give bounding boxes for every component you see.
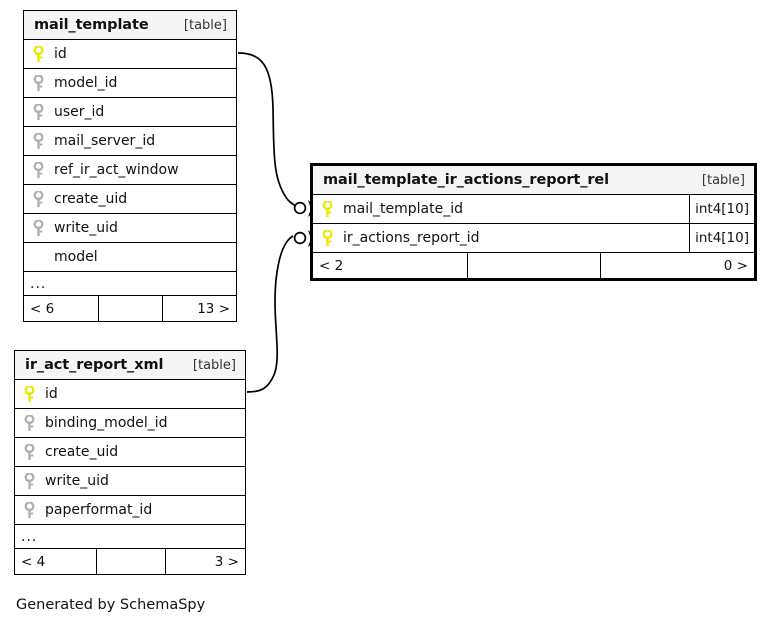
column-name: binding_model_id	[45, 415, 168, 431]
cardinality-zero-marker	[293, 201, 307, 215]
foreign-key-icon	[33, 74, 44, 91]
table-row[interactable]: id	[15, 380, 245, 409]
column-name: mail_server_id	[54, 133, 156, 149]
foreign-key-icon	[33, 161, 44, 178]
column-name: model	[54, 249, 98, 265]
footer-children-count: 13 >	[161, 296, 236, 321]
foreign-key-icon	[33, 219, 44, 236]
relationship-edge-mail-template	[237, 52, 318, 217]
table-row[interactable]: model	[24, 243, 236, 272]
footer-middle	[467, 253, 599, 278]
primary-key-icon	[322, 200, 333, 217]
foreign-key-icon	[33, 103, 44, 120]
foreign-key-icon	[24, 443, 35, 460]
footer-middle	[95, 549, 165, 574]
column-type: int4[10]	[689, 195, 754, 223]
foreign-key-icon	[33, 132, 44, 149]
footer-parents-count: < 2	[319, 257, 344, 274]
table-row[interactable]: user_id	[24, 98, 236, 127]
table-kind-label: [table]	[192, 357, 236, 373]
table-row[interactable]: write_uid	[24, 214, 236, 243]
column-name: id	[45, 386, 58, 402]
table-row[interactable]: create_uid	[15, 438, 245, 467]
table-row[interactable]: model_id	[24, 69, 236, 98]
column-name: id	[54, 46, 67, 62]
column-cell: paperformat_id	[15, 496, 245, 524]
footer-parents-count: < 4	[21, 553, 46, 570]
foreign-key-icon	[24, 501, 35, 518]
primary-key-icon	[24, 385, 35, 402]
table-row[interactable]: write_uid	[15, 467, 245, 496]
table-header: ir_act_report_xml [table]	[15, 351, 245, 380]
table-footer: < 4 3 >	[15, 549, 245, 574]
more-columns-indicator: ...	[24, 272, 236, 296]
cardinality-zero-marker	[293, 231, 307, 245]
column-name: paperformat_id	[45, 502, 153, 518]
column-cell: ref_ir_act_window	[24, 156, 236, 184]
column-cell: id	[15, 380, 245, 408]
footer-children-count: 0 >	[599, 253, 754, 278]
column-cell: model_id	[24, 69, 236, 97]
column-cell: id	[24, 40, 236, 68]
column-type: int4[10]	[689, 224, 754, 252]
table-row[interactable]: mail_server_id	[24, 127, 236, 156]
table-row[interactable]: ref_ir_act_window	[24, 156, 236, 185]
table-node-mail-template[interactable]: mail_template [table] id model_id	[23, 10, 237, 322]
column-cell: write_uid	[15, 467, 245, 495]
column-cell: create_uid	[15, 438, 245, 466]
more-columns-indicator: ...	[15, 525, 245, 549]
column-name: create_uid	[45, 444, 119, 460]
relationship-edge-ir-act-report-xml	[246, 230, 318, 393]
table-row[interactable]: id	[24, 40, 236, 69]
table-node-mail-template-ir-actions-report-rel[interactable]: mail_template_ir_actions_report_rel [tab…	[310, 163, 757, 281]
column-cell: create_uid	[24, 185, 236, 213]
table-name: mail_template	[34, 17, 149, 33]
table-row[interactable]: binding_model_id	[15, 409, 245, 438]
table-kind-label: [table]	[701, 172, 745, 188]
column-cell: binding_model_id	[15, 409, 245, 437]
table-kind-label: [table]	[183, 17, 227, 33]
column-cell: model	[24, 243, 236, 271]
table-header: mail_template_ir_actions_report_rel [tab…	[313, 166, 754, 195]
table-node-ir-act-report-xml[interactable]: ir_act_report_xml [table] id bind	[14, 350, 246, 575]
column-cell: mail_template_id	[313, 195, 689, 223]
column-cell: write_uid	[24, 214, 236, 242]
table-footer: < 2 0 >	[313, 253, 754, 278]
column-cell: mail_server_id	[24, 127, 236, 155]
diagram-caption: Generated by SchemaSpy	[16, 597, 206, 613]
table-footer: < 6 13 >	[24, 296, 236, 321]
foreign-key-icon	[24, 472, 35, 489]
column-name: ir_actions_report_id	[343, 230, 480, 246]
table-name: mail_template_ir_actions_report_rel	[323, 172, 610, 188]
column-name: user_id	[54, 104, 105, 120]
column-name: ref_ir_act_window	[54, 162, 179, 178]
column-cell: user_id	[24, 98, 236, 126]
column-cell: ir_actions_report_id	[313, 224, 689, 252]
footer-parents-count: < 6	[30, 300, 55, 317]
column-name: mail_template_id	[343, 201, 463, 217]
primary-key-icon	[33, 45, 44, 62]
column-name: model_id	[54, 75, 118, 91]
table-row[interactable]: mail_template_id int4[10]	[313, 195, 754, 224]
column-name: write_uid	[45, 473, 109, 489]
foreign-key-icon	[24, 414, 35, 431]
table-row[interactable]: paperformat_id	[15, 496, 245, 525]
column-name: write_uid	[54, 220, 118, 236]
primary-key-icon	[322, 229, 333, 246]
table-name: ir_act_report_xml	[25, 357, 164, 373]
column-name: create_uid	[54, 191, 128, 207]
table-header: mail_template [table]	[24, 11, 236, 40]
footer-middle	[98, 296, 162, 321]
footer-children-count: 3 >	[164, 549, 246, 574]
table-row[interactable]: ir_actions_report_id int4[10]	[313, 224, 754, 253]
foreign-key-icon	[33, 190, 44, 207]
table-row[interactable]: create_uid	[24, 185, 236, 214]
